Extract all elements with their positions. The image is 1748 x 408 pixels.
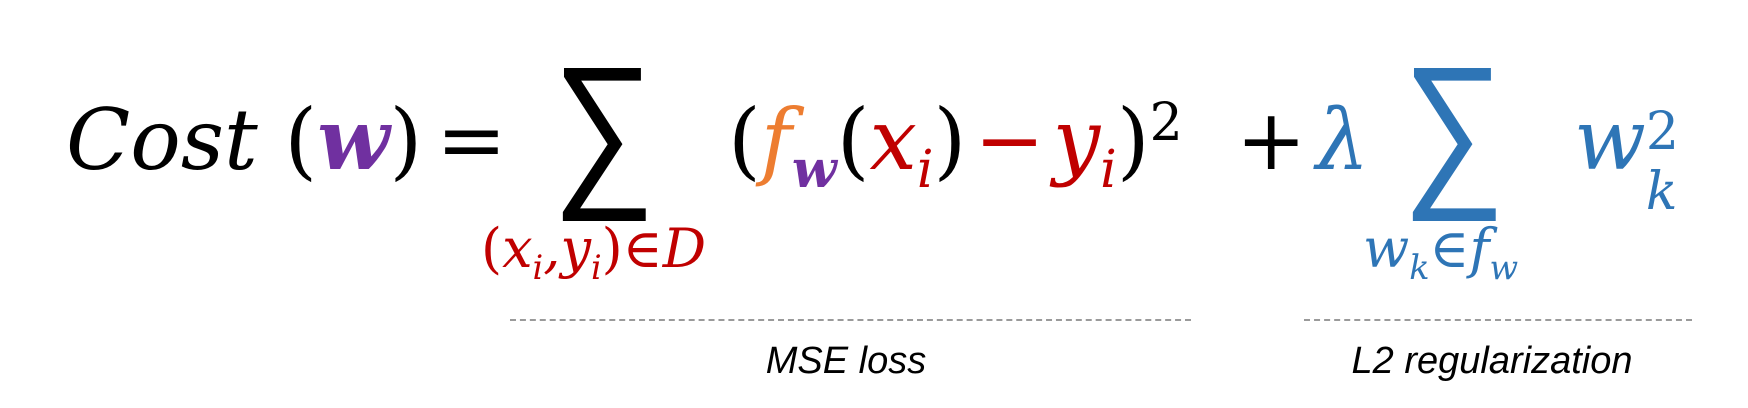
lambda-symbol: λ [1316, 91, 1370, 189]
l2-divider [1304, 319, 1692, 321]
model-function: f [760, 91, 792, 189]
cost-label: Cost [66, 91, 258, 189]
mse-term: (fw(xi)−yi)2 [728, 91, 1183, 200]
l2-regularization-label: L2 regularization [1351, 340, 1633, 382]
cost-function-lhs: Cost (w)= [66, 98, 507, 183]
mse-loss-label: MSE loss [765, 340, 927, 382]
equals-sign: = [436, 91, 507, 189]
mse-divider [510, 319, 1191, 321]
rparen: ) [389, 91, 423, 189]
sum-symbol-mse: ∑ [552, 28, 656, 226]
plus-sign: + [1236, 91, 1307, 189]
sum-index-weights: wk∈fw [1363, 217, 1519, 287]
sum-index-data: (xi,yi)∈D [481, 217, 707, 287]
weight-symbol: w [317, 90, 390, 189]
lparen: ( [284, 91, 318, 189]
sum-symbol-reg: ∑ [1402, 28, 1506, 226]
